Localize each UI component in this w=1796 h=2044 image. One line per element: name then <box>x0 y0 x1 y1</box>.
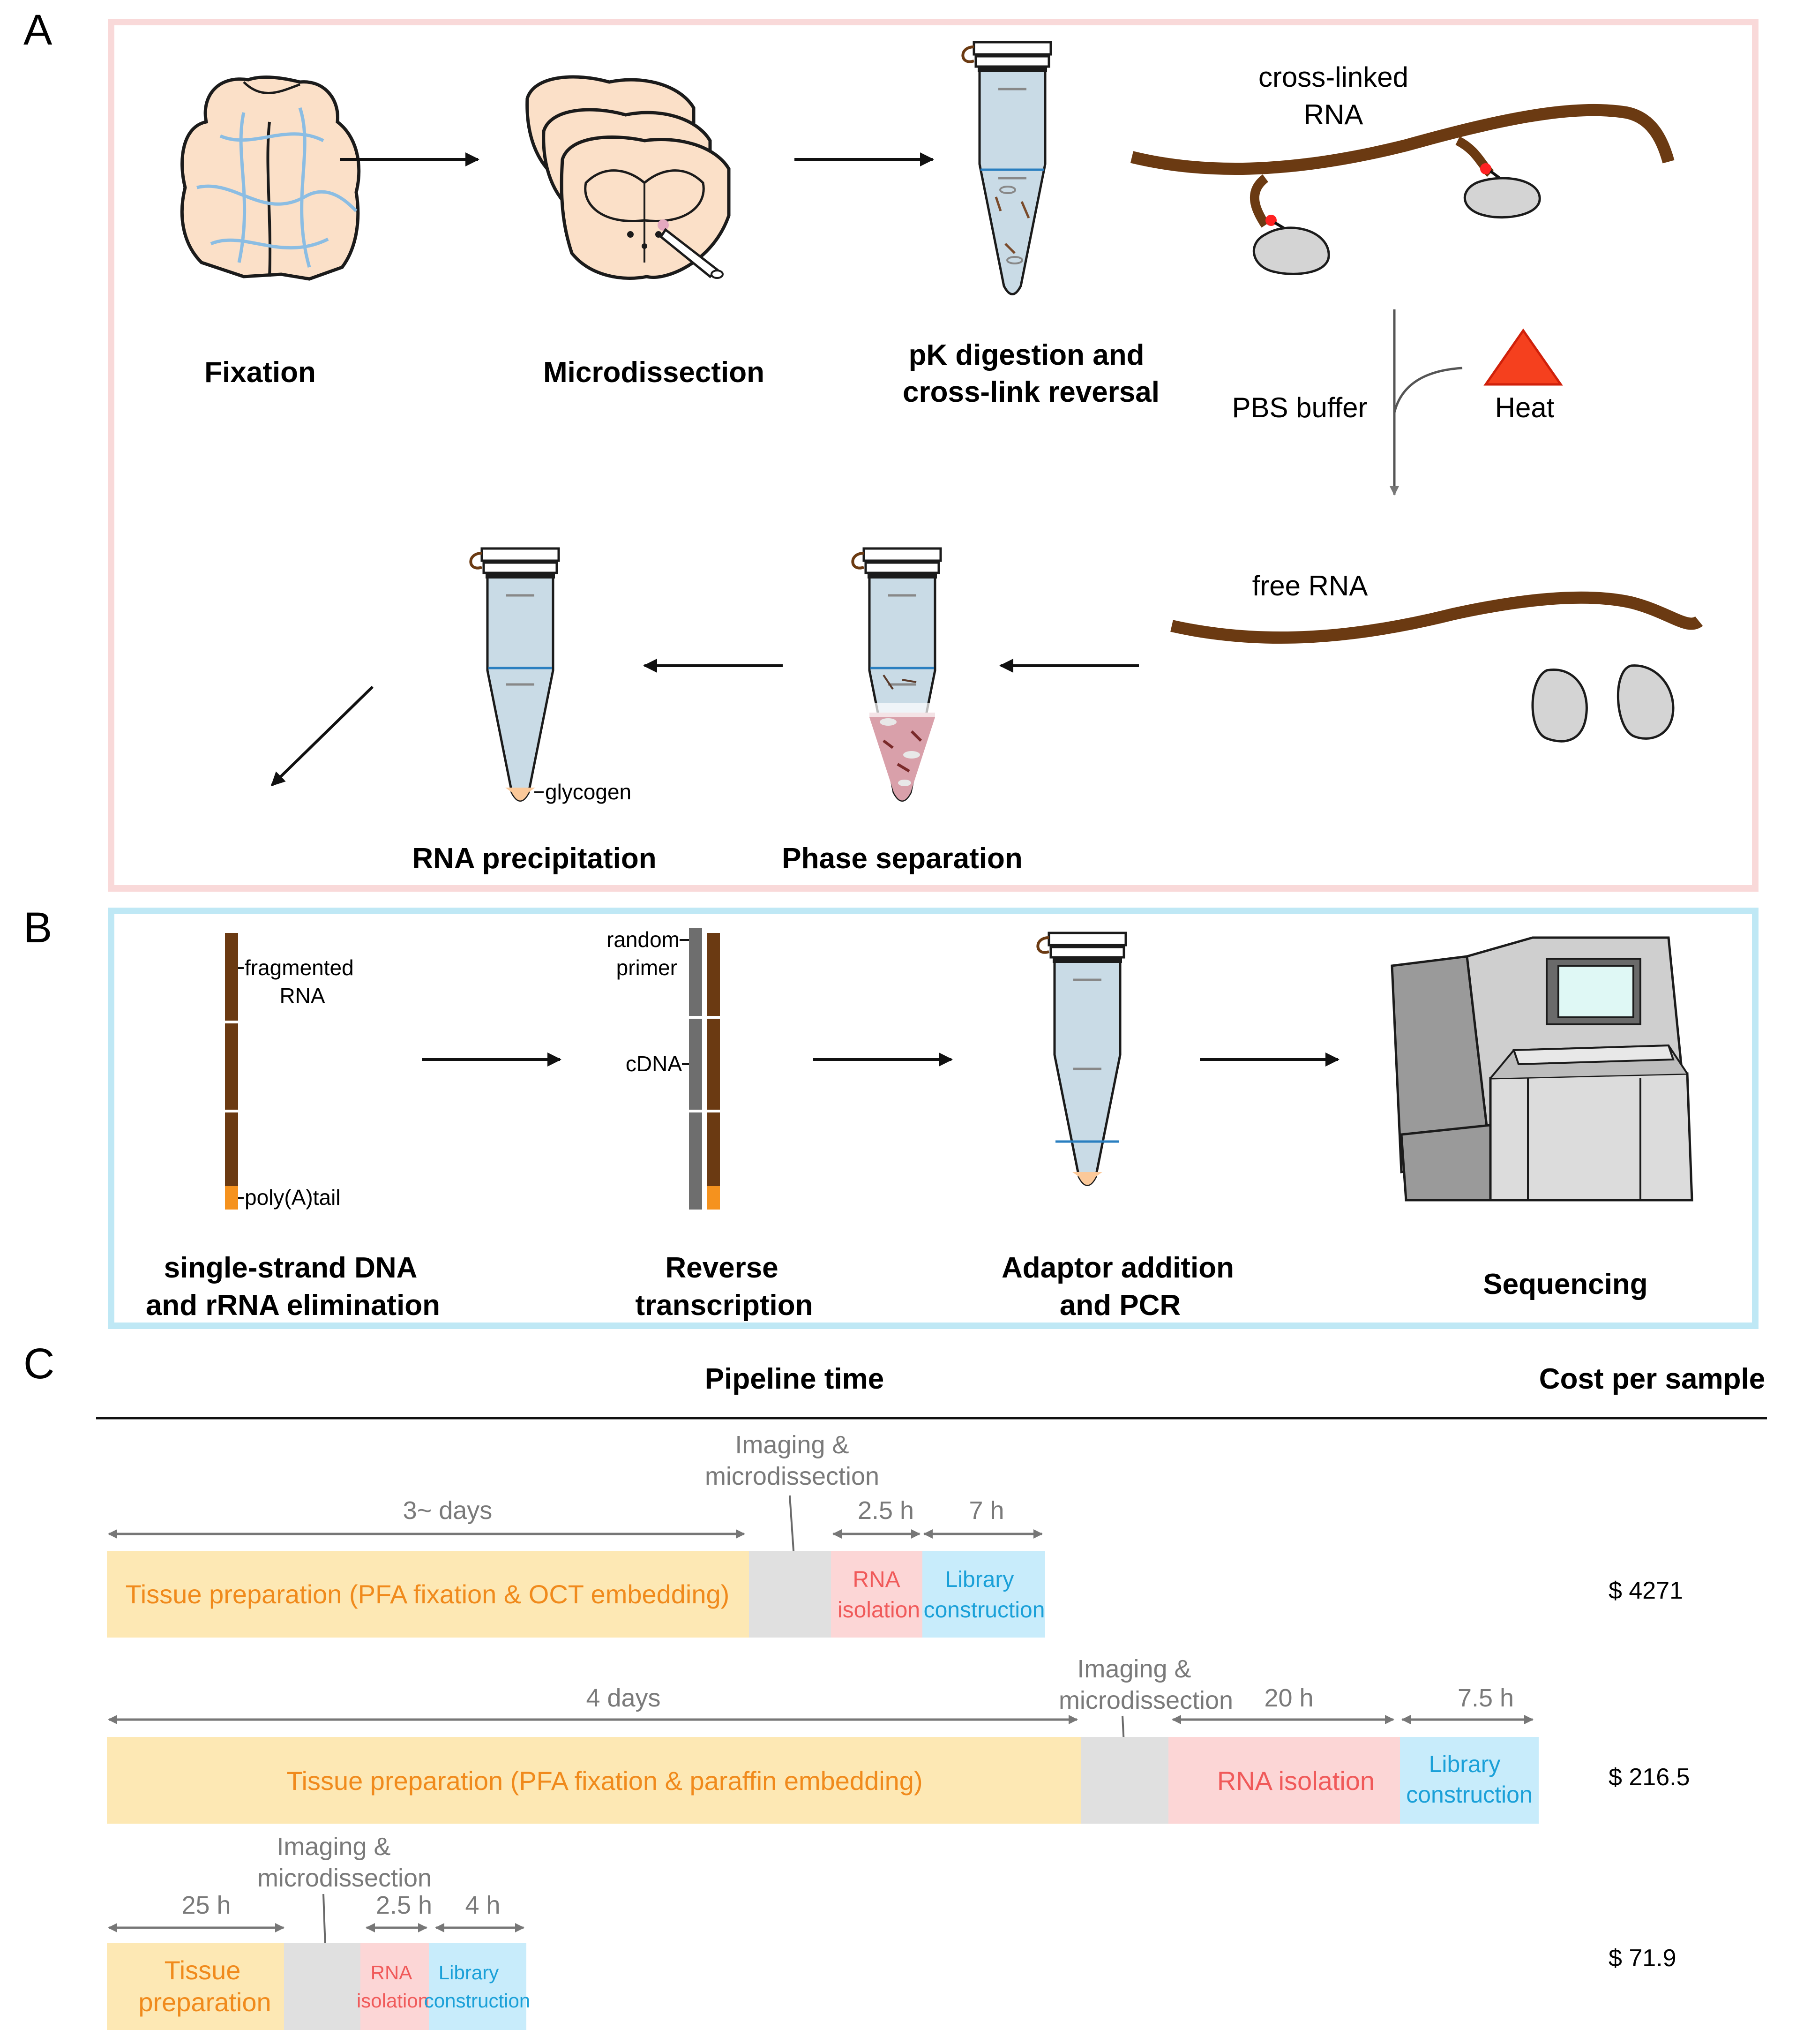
step4-label: Sequencing <box>1483 1268 1647 1300</box>
brain-slices-illustration <box>525 75 731 280</box>
row1-imaging-label-line2: microdissection <box>705 1462 879 1490</box>
row2-imaging-label-line1: Imaging & <box>1077 1655 1191 1683</box>
row2-rna-label: RNA isolation <box>1217 1766 1375 1796</box>
crosslinked-rna-label-line2: RNA <box>1304 99 1363 130</box>
tube-rna-precipitation <box>471 549 559 801</box>
step1-label-line2: and rRNA elimination <box>146 1289 440 1322</box>
panel-label-b: B <box>23 904 52 952</box>
cdna-strips <box>688 928 722 1210</box>
row1-library-segment <box>922 1551 1045 1638</box>
row1-library-duration: 7 h <box>969 1496 1004 1525</box>
cdna-label: cDNA <box>626 1052 682 1076</box>
tube-pk-digestion <box>963 42 1051 294</box>
row1-tissue-label: Tissue preparation (PFA fixation & OCT e… <box>126 1579 730 1609</box>
free-rna-strand <box>1170 591 1703 743</box>
pk-digestion-label-line1: pK digestion and <box>909 339 1145 371</box>
sequencer-illustration <box>1391 936 1693 1202</box>
row3-rna-duration: 2.5 h <box>376 1891 432 1919</box>
row2-imaging-segment <box>1081 1737 1168 1824</box>
fixation-label: Fixation <box>204 356 316 389</box>
row3-tissue-label-line2: preparation <box>138 1987 271 2017</box>
crosslinked-rna-label-line1: cross-linked <box>1258 61 1408 93</box>
row3-library-segment <box>429 1943 526 2030</box>
fragmented-rna-strip <box>224 933 239 1210</box>
row3-rna-label-line2: isolation <box>357 1990 429 2012</box>
pbs-buffer-label: PBS buffer <box>1232 392 1367 423</box>
timeline-row-3: Imaging & microdissection 25 h 2.5 h 4 h… <box>107 1833 1676 2030</box>
glycogen-label: glycogen <box>545 780 631 804</box>
row3-imaging-label-line2: microdissection <box>257 1864 432 1892</box>
step2-label-line2: transcription <box>636 1289 813 1322</box>
random-primer-label-line1: random <box>606 927 680 952</box>
row2-library-duration: 7.5 h <box>1458 1684 1514 1712</box>
row3-library-label-line2: construction <box>424 1990 530 2012</box>
fixed-brain-illustration <box>180 75 361 281</box>
free-rna-label: free RNA <box>1252 570 1368 601</box>
phase-separation-label: Phase separation <box>782 842 1022 875</box>
row1-imaging-segment <box>749 1551 831 1638</box>
tube-phase-separation <box>853 549 941 801</box>
row1-library-label-line1: Library <box>945 1567 1014 1592</box>
pipeline-time-header: Pipeline time <box>705 1363 884 1395</box>
row2-cost: $ 216.5 <box>1609 1764 1690 1791</box>
step1-label-line1: single-strand DNA <box>164 1252 418 1284</box>
heat-label: Heat <box>1495 392 1555 423</box>
panel-b-border <box>108 908 1759 1329</box>
fragmented-rna-label-line2: RNA <box>279 984 325 1008</box>
arrow-a5 <box>270 685 374 787</box>
step2-label-line1: Reverse <box>665 1252 778 1284</box>
row2-rna-duration: 20 h <box>1264 1684 1313 1712</box>
row3-tissue-label-line1: Tissue <box>165 1955 241 1985</box>
heat-branch-line <box>1393 367 1463 413</box>
row1-tissue-segment <box>107 1551 749 1638</box>
row1-imaging-label-line1: Imaging & <box>735 1431 849 1459</box>
row3-imaging-segment <box>284 1943 360 2030</box>
row3-tissue-segment <box>107 1943 284 2030</box>
row3-cost: $ 71.9 <box>1609 1945 1676 1972</box>
row1-cost: $ 4271 <box>1609 1577 1683 1604</box>
tube-adaptor-pcr <box>1038 933 1126 1185</box>
random-primer-label-line2: primer <box>616 955 677 980</box>
rna-precipitation-label: RNA precipitation <box>412 842 656 875</box>
row3-library-label-line1: Library <box>439 1961 499 1984</box>
panel-label-a: A <box>23 6 52 54</box>
row3-rna-label-line1: RNA <box>371 1961 412 1984</box>
row1-rna-label-line1: RNA <box>853 1567 900 1592</box>
pk-digestion-label-line2: cross-link reversal <box>903 376 1160 408</box>
row3-rna-segment <box>360 1943 429 2030</box>
step3-label-line1: Adaptor addition <box>1002 1252 1234 1284</box>
crosslinked-rna-strand <box>1130 104 1675 275</box>
row2-library-segment <box>1400 1737 1539 1824</box>
timeline-row-2: Imaging & microdissection 4 days 20 h 7.… <box>107 1655 1690 1824</box>
row1-rna-label-line2: isolation <box>838 1598 920 1623</box>
polya-label: poly(A)tail <box>245 1185 341 1210</box>
row2-tissue-segment <box>107 1737 1081 1824</box>
step3-label-line2: and PCR <box>1060 1289 1181 1322</box>
row2-tissue-duration: 4 days <box>586 1684 660 1712</box>
heat-triangle-icon <box>1483 328 1563 386</box>
panel-a-border <box>108 19 1759 892</box>
row2-tissue-label: Tissue preparation (PFA fixation & paraf… <box>286 1766 922 1796</box>
row1-tissue-duration: 3~ days <box>403 1496 493 1525</box>
microdissection-label: Microdissection <box>543 356 764 389</box>
row2-library-label-line1: Library <box>1429 1751 1501 1777</box>
row1-rna-duration: 2.5 h <box>858 1496 914 1525</box>
row2-library-label-line2: construction <box>1406 1781 1533 1808</box>
cost-per-sample-header: Cost per sample <box>1539 1363 1765 1395</box>
row1-rna-segment <box>831 1551 922 1638</box>
row2-imaging-label-line2: microdissection <box>1059 1686 1233 1714</box>
timeline-row-1: Imaging & microdissection 3~ days 2.5 h … <box>107 1431 1683 1638</box>
row3-library-duration: 4 h <box>465 1891 500 1919</box>
row3-imaging-label-line1: Imaging & <box>277 1833 390 1861</box>
row2-rna-segment <box>1168 1737 1400 1824</box>
panel-label-c: C <box>23 1340 54 1388</box>
row1-library-label-line2: construction <box>924 1598 1045 1623</box>
row3-tissue-duration: 25 h <box>181 1891 231 1919</box>
fragmented-rna-label-line1: fragmented <box>245 955 354 980</box>
